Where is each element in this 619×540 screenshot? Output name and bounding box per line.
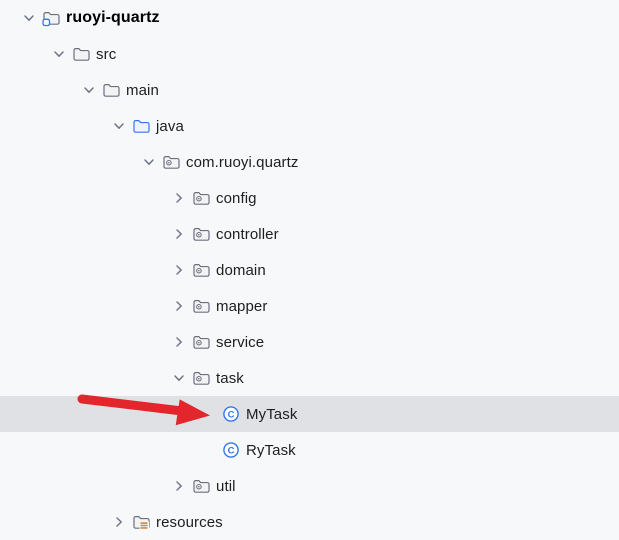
tree-row-label: RyTask	[246, 441, 296, 459]
chevron-right-icon[interactable]	[170, 477, 188, 495]
chevron-spacer	[200, 405, 218, 423]
tree-row-domain[interactable]: domain	[0, 252, 619, 288]
tree-row-label: MyTask	[246, 405, 298, 423]
tree-row-java[interactable]: java	[0, 108, 619, 144]
chevron-right-icon[interactable]	[170, 261, 188, 279]
tree-row-config[interactable]: config	[0, 180, 619, 216]
tree-row-label: main	[126, 81, 159, 99]
tree-row-label: config	[216, 189, 257, 207]
tree-row-label: resources	[156, 513, 223, 531]
package-icon	[192, 369, 210, 387]
chevron-right-icon[interactable]	[170, 297, 188, 315]
tree-row-main[interactable]: main	[0, 72, 619, 108]
tree-row-ruoyi-quartz[interactable]: ruoyi-quartz	[0, 0, 619, 36]
tree-row-mapper[interactable]: mapper	[0, 288, 619, 324]
chevron-down-icon[interactable]	[50, 45, 68, 63]
module-folder-icon	[42, 9, 60, 27]
tree-row-label: controller	[216, 225, 279, 243]
package-icon	[162, 153, 180, 171]
tree-row-label: util	[216, 477, 236, 495]
tree-row-label: mapper	[216, 297, 268, 315]
folder-icon	[102, 81, 120, 99]
package-icon	[192, 225, 210, 243]
tree-row-util[interactable]: util	[0, 468, 619, 504]
package-icon	[192, 297, 210, 315]
tree-row-label: domain	[216, 261, 266, 279]
class-icon: C	[222, 441, 240, 459]
tree-row-resources[interactable]: resources	[0, 504, 619, 540]
resources-folder-icon	[132, 513, 150, 531]
svg-text:C: C	[228, 445, 235, 456]
source-folder-icon	[132, 117, 150, 135]
package-icon	[192, 189, 210, 207]
tree-row-mytask[interactable]: C MyTask	[0, 396, 619, 432]
tree-row-label: ruoyi-quartz	[66, 9, 160, 26]
tree-row-src[interactable]: src	[0, 36, 619, 72]
svg-text:C: C	[228, 409, 235, 420]
tree-row-service[interactable]: service	[0, 324, 619, 360]
chevron-right-icon[interactable]	[110, 513, 128, 531]
chevron-down-icon[interactable]	[140, 153, 158, 171]
tree-row-label: service	[216, 333, 265, 351]
chevron-spacer	[200, 441, 218, 459]
tree-row-controller[interactable]: controller	[0, 216, 619, 252]
tree-row-label: java	[156, 117, 184, 135]
chevron-down-icon[interactable]	[110, 117, 128, 135]
chevron-down-icon[interactable]	[170, 369, 188, 387]
package-icon	[192, 477, 210, 495]
chevron-right-icon[interactable]	[170, 333, 188, 351]
chevron-right-icon[interactable]	[170, 225, 188, 243]
tree-row-label: com.ruoyi.quartz	[186, 153, 299, 171]
chevron-down-icon[interactable]	[80, 81, 98, 99]
tree-row-label: src	[96, 45, 117, 63]
package-icon	[192, 261, 210, 279]
tree-row-rytask[interactable]: C RyTask	[0, 432, 619, 468]
tree-row-com-ruoyi-quartz[interactable]: com.ruoyi.quartz	[0, 144, 619, 180]
tree-row-task[interactable]: task	[0, 360, 619, 396]
chevron-right-icon[interactable]	[170, 189, 188, 207]
class-icon: C	[222, 405, 240, 423]
tree-row-label: task	[216, 369, 244, 387]
folder-icon	[72, 45, 90, 63]
package-icon	[192, 333, 210, 351]
chevron-down-icon[interactable]	[20, 9, 38, 27]
